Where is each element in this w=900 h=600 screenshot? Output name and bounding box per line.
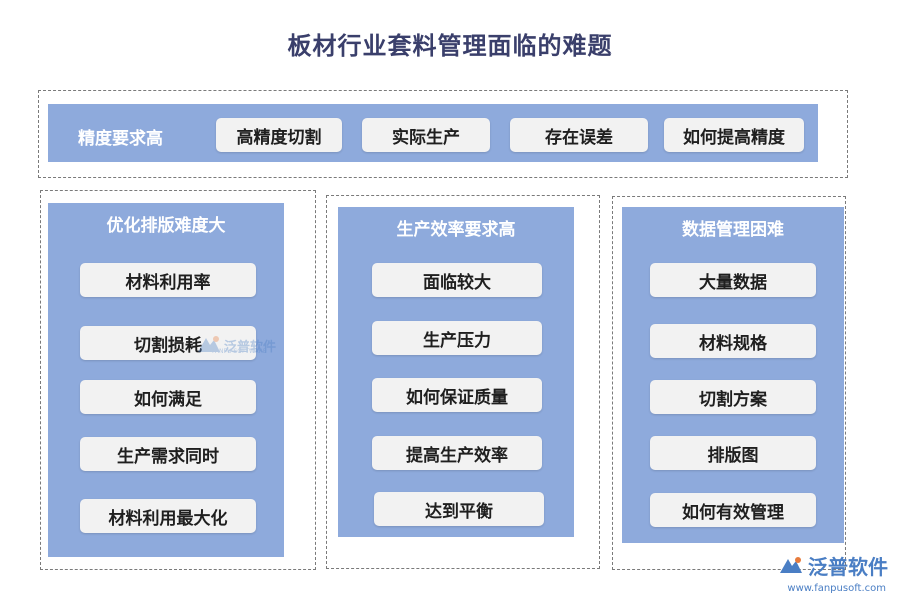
column-1-item-4: 生产需求同时 bbox=[80, 437, 256, 471]
column-1-item-3: 如何满足 bbox=[80, 380, 256, 414]
column-2-heading: 生产效率要求高 bbox=[396, 220, 516, 240]
column-3-frame bbox=[612, 196, 846, 570]
column-3-item-5: 如何有效管理 bbox=[650, 493, 816, 527]
column-2-panel: 生产效率要求高 bbox=[338, 207, 574, 537]
column-3-item-2: 材料规格 bbox=[650, 324, 816, 358]
top-section-label: 精度要求高 bbox=[78, 129, 163, 149]
watermark-sub: FANPU SOFTWARE bbox=[212, 348, 267, 355]
brand-logo: 泛普软件 bbox=[778, 551, 888, 580]
page-title: 板材行业套料管理面临的难题 bbox=[287, 32, 613, 60]
column-2-item-1: 面临较大 bbox=[372, 263, 542, 297]
column-3-item-3: 切割方案 bbox=[650, 380, 816, 414]
column-1-frame bbox=[40, 190, 316, 570]
column-2-item-3: 如何保证质量 bbox=[372, 378, 542, 412]
column-3-item-1: 大量数据 bbox=[650, 263, 816, 297]
top-chip-4: 如何提高精度 bbox=[664, 118, 804, 152]
column-1-item-2: 切割损耗 bbox=[80, 326, 256, 360]
column-1-heading: 优化排版难度大 bbox=[106, 216, 226, 236]
watermark: 泛普软件 FANPU SOFTWARE bbox=[196, 334, 276, 356]
fanpu-logo-icon bbox=[780, 556, 802, 573]
brand-name: 泛普软件 bbox=[808, 555, 888, 579]
brand-logo-icon bbox=[198, 336, 220, 352]
column-2-frame bbox=[326, 195, 600, 569]
top-chip-2: 实际生产 bbox=[362, 118, 490, 152]
column-2-item-4: 提高生产效率 bbox=[372, 436, 542, 470]
brand-url: www.fanpusoft.com bbox=[787, 583, 886, 594]
column-2-item-5: 达到平衡 bbox=[374, 492, 544, 526]
top-section-frame bbox=[38, 90, 848, 178]
column-1-item-1: 材料利用率 bbox=[80, 263, 256, 297]
top-chip-3: 存在误差 bbox=[510, 118, 648, 152]
watermark-text: 泛普软件 bbox=[224, 339, 277, 355]
column-1-item-5: 材料利用最大化 bbox=[80, 499, 256, 533]
column-3-item-4: 排版图 bbox=[650, 436, 816, 470]
column-3-heading: 数据管理困难 bbox=[682, 220, 784, 240]
top-chip-1: 高精度切割 bbox=[216, 118, 342, 152]
column-2-item-2: 生产压力 bbox=[372, 321, 542, 355]
